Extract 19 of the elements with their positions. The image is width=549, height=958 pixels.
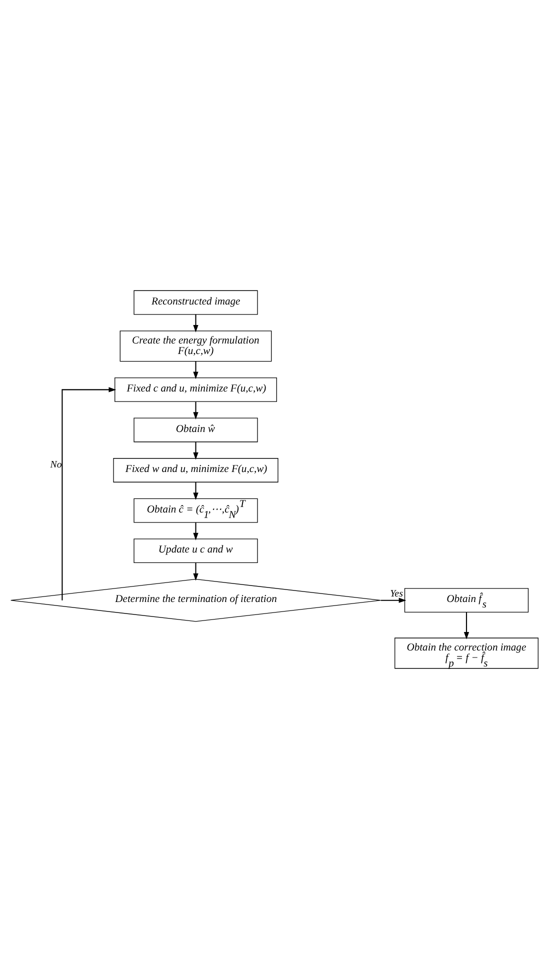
node-box: Reconstructed image xyxy=(134,290,258,314)
node-box: Fixed c and u, minimize F(u,c,w) xyxy=(114,376,277,402)
node-box: Fixed w and u, minimize F(u,c,w) xyxy=(113,458,278,482)
arrow xyxy=(193,482,198,500)
arrow xyxy=(193,314,198,332)
arrow xyxy=(193,442,198,460)
arrow xyxy=(193,360,198,379)
node-diamond: Determine the termination of iteration xyxy=(10,578,381,622)
arrow xyxy=(62,386,116,600)
arrow xyxy=(193,522,198,540)
arrow xyxy=(464,612,470,639)
edge-label: Yes xyxy=(390,588,403,599)
arrow xyxy=(193,562,198,580)
edge-label: No xyxy=(50,459,62,470)
arrow xyxy=(380,597,406,602)
arrow xyxy=(193,401,198,419)
node-box: Update u c and w xyxy=(134,538,258,563)
node-box: Obtain ŵ xyxy=(134,417,258,442)
node-box: Create the energy formulation F(u,c,w) xyxy=(120,330,272,362)
